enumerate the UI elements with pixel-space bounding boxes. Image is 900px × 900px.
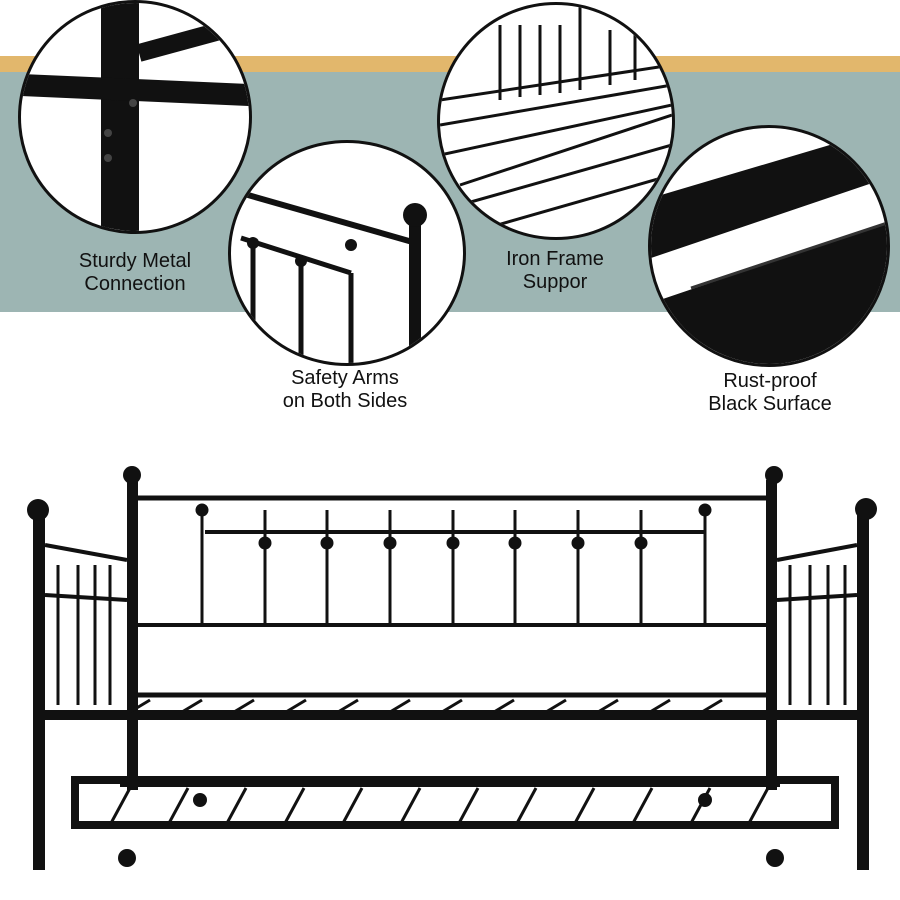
bed-bar (337, 698, 359, 714)
bed-bar (108, 787, 132, 826)
black-surface-image (651, 128, 887, 364)
bed-bar (340, 787, 364, 826)
bed-bar (398, 787, 422, 826)
finial-ball (698, 503, 712, 517)
bed-bar (514, 787, 538, 826)
finial-ball (320, 536, 334, 550)
feature-2-line-2: on Both Sides (282, 390, 408, 412)
feature-label-3: Iron Frame Suppor (460, 248, 650, 294)
bed-bar (282, 787, 306, 826)
detail-iron-frame (437, 2, 675, 240)
feature-label-2: Safety Arms on Both Sides (250, 367, 440, 413)
detail-safety-arms (228, 140, 466, 366)
bed-bar (572, 787, 596, 826)
finial-ball (195, 503, 209, 517)
feature-4-line-2: Black Surface (708, 393, 832, 415)
bed-bar (701, 698, 723, 714)
bed-bar (285, 698, 307, 714)
metal-connection-image (21, 3, 249, 231)
bed-bar (166, 787, 190, 826)
feature-1-line-1: Sturdy Metal (78, 250, 192, 272)
feature-2-line-1: Safety Arms (291, 367, 399, 389)
bed-bar (649, 698, 671, 714)
bed-bar (456, 787, 480, 826)
bed-bar (389, 698, 411, 714)
finial-ball (383, 536, 397, 550)
bed-bar (746, 787, 770, 826)
bed-bar (233, 698, 255, 714)
detail-black-surface (648, 125, 890, 367)
daybed-with-trundle-image (27, 466, 877, 870)
finial-ball (571, 536, 585, 550)
finial-ball (446, 536, 460, 550)
finial-ball (634, 536, 648, 550)
bed-bar (129, 698, 151, 714)
bed-bar (441, 698, 463, 714)
feature-4-line-1: Rust-proof (723, 370, 817, 392)
bed-bar (630, 787, 654, 826)
feature-label-4: Rust-proof Black Surface (670, 370, 870, 416)
finial-ball (258, 536, 272, 550)
bed-bar (597, 698, 619, 714)
finial-ball (508, 536, 522, 550)
bed-bar (181, 698, 203, 714)
feature-3-line-2: Suppor (522, 271, 588, 293)
feature-label-1: Sturdy Metal Connection (40, 250, 230, 296)
bed-bar (493, 698, 515, 714)
feature-3-line-1: Iron Frame (506, 248, 604, 270)
feature-1-line-2: Connection (84, 273, 186, 295)
bed-bar (545, 698, 567, 714)
safety-arms-image (240, 190, 427, 363)
detail-metal-connection (18, 0, 252, 234)
iron-frame-image (440, 5, 672, 232)
bed-bar (224, 787, 248, 826)
